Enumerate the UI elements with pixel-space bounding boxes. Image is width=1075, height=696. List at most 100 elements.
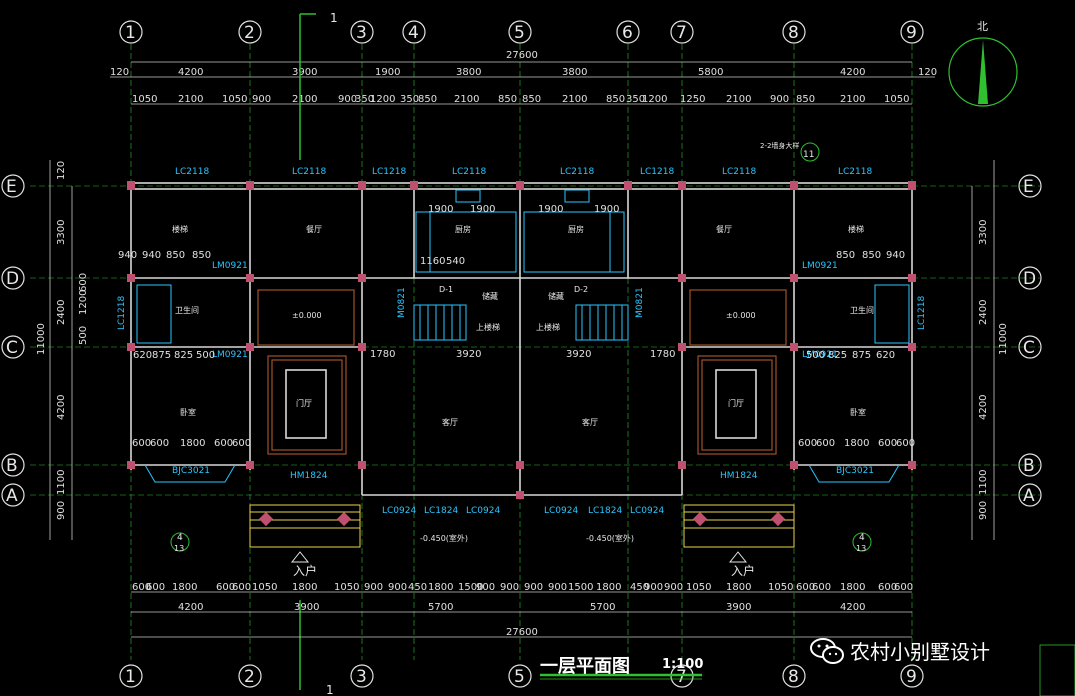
- svg-text:LC2118: LC2118: [838, 167, 872, 177]
- svg-text:E: E: [6, 177, 17, 197]
- svg-text:940: 940: [886, 250, 905, 261]
- svg-text:5800: 5800: [698, 67, 723, 78]
- watermark-text: 农村小别墅设计: [850, 640, 990, 664]
- svg-text:850: 850: [862, 250, 881, 261]
- svg-text:1050: 1050: [252, 582, 277, 593]
- svg-text:600: 600: [216, 582, 235, 593]
- svg-text:M0821: M0821: [635, 287, 645, 318]
- svg-text:3920: 3920: [566, 349, 591, 360]
- svg-text:3800: 3800: [562, 67, 587, 78]
- svg-text:2100: 2100: [292, 94, 317, 105]
- svg-text:600: 600: [798, 438, 817, 449]
- svg-text:850: 850: [418, 94, 437, 105]
- svg-text:3: 3: [356, 667, 367, 687]
- svg-text:1900: 1900: [428, 204, 453, 215]
- svg-text:4200: 4200: [56, 395, 67, 420]
- svg-text:上楼梯: 上楼梯: [536, 322, 560, 332]
- svg-text:350: 350: [355, 94, 374, 105]
- svg-text:2100: 2100: [726, 94, 751, 105]
- svg-text:120: 120: [110, 67, 129, 78]
- svg-text:3900: 3900: [292, 67, 317, 78]
- svg-text:储藏: 储藏: [482, 291, 498, 301]
- svg-text:900: 900: [388, 582, 407, 593]
- axis-label-1: 1: [125, 23, 136, 43]
- entry-halls: [257, 289, 787, 455]
- svg-text:B: B: [1023, 456, 1035, 476]
- svg-text:27600: 27600: [506, 627, 538, 638]
- svg-text:4200: 4200: [840, 67, 865, 78]
- svg-text:120: 120: [918, 67, 937, 78]
- svg-text:LC1824: LC1824: [588, 506, 622, 516]
- svg-text:北: 北: [977, 20, 988, 33]
- svg-text:LC0924: LC0924: [630, 506, 664, 516]
- svg-text:11000: 11000: [36, 323, 47, 355]
- svg-text:7: 7: [676, 667, 687, 687]
- svg-text:1200: 1200: [642, 94, 667, 105]
- svg-text:HM1824: HM1824: [720, 471, 758, 481]
- svg-text:900: 900: [364, 582, 383, 593]
- svg-text:900: 900: [978, 501, 989, 520]
- svg-text:850: 850: [498, 94, 517, 105]
- title-block: [1039, 644, 1075, 696]
- svg-text:1780: 1780: [650, 349, 675, 360]
- svg-text:825: 825: [828, 350, 847, 361]
- svg-text:LM0921: LM0921: [802, 350, 838, 360]
- svg-text:1200: 1200: [370, 94, 395, 105]
- svg-text:D-2: D-2: [574, 285, 588, 294]
- svg-text:LC1218: LC1218: [917, 296, 927, 330]
- svg-text:600: 600: [214, 438, 233, 449]
- svg-text:1050: 1050: [686, 582, 711, 593]
- svg-text:LC2118: LC2118: [452, 167, 486, 177]
- stairs: [413, 304, 629, 341]
- svg-text:2-2墙身大样: 2-2墙身大样: [760, 141, 799, 150]
- svg-text:620: 620: [876, 350, 895, 361]
- axis-label-8: 8: [788, 23, 799, 43]
- svg-text:1900: 1900: [375, 67, 400, 78]
- kitchen-fixtures: [136, 189, 910, 344]
- svg-text:1800: 1800: [180, 438, 205, 449]
- svg-text:9: 9: [906, 667, 917, 687]
- svg-text:1900: 1900: [470, 204, 495, 215]
- svg-text:LC0924: LC0924: [382, 506, 416, 516]
- svg-text:940: 940: [142, 250, 161, 261]
- room-labels: 楼梯 餐厅 厨房 厨房 餐厅 楼梯 卫生间 卫生间 储藏 储藏 上楼梯 上楼梯 …: [172, 224, 874, 543]
- svg-text:450: 450: [630, 582, 649, 593]
- svg-text:E: E: [1023, 177, 1034, 197]
- svg-text:2100: 2100: [840, 94, 865, 105]
- svg-text:350: 350: [400, 94, 419, 105]
- svg-text:1500: 1500: [458, 582, 483, 593]
- svg-text:850: 850: [836, 250, 855, 261]
- svg-text:卫生间: 卫生间: [175, 305, 199, 315]
- svg-text:LC1824: LC1824: [424, 506, 458, 516]
- bay-windows: [144, 464, 900, 483]
- north-arrow: 北: [948, 20, 1018, 107]
- svg-text:厨房: 厨房: [568, 224, 584, 234]
- svg-text:500: 500: [806, 350, 825, 361]
- svg-text:楼梯: 楼梯: [848, 224, 864, 234]
- svg-text:厨房: 厨房: [455, 224, 471, 234]
- svg-text:BJC3021: BJC3021: [172, 466, 210, 476]
- svg-text:±0.000: ±0.000: [292, 311, 322, 320]
- svg-text:850: 850: [166, 250, 185, 261]
- svg-text:1050: 1050: [334, 582, 359, 593]
- svg-text:1800: 1800: [596, 582, 621, 593]
- svg-text:2100: 2100: [178, 94, 203, 105]
- svg-text:600: 600: [894, 582, 913, 593]
- svg-text:4200: 4200: [840, 602, 865, 613]
- svg-text:LC2118: LC2118: [722, 167, 756, 177]
- svg-text:-0.450(室外): -0.450(室外): [420, 533, 468, 543]
- svg-text:600: 600: [796, 582, 815, 593]
- axis-label-5: 5: [514, 23, 525, 43]
- svg-text:LC1218: LC1218: [372, 167, 406, 177]
- svg-text:-0.450(室外): -0.450(室外): [586, 533, 634, 543]
- svg-text:门厅: 门厅: [296, 398, 312, 408]
- bottom-dimensions: 600 600 1800 600 600 1050 1800 1050 900 …: [131, 582, 913, 638]
- svg-text:900: 900: [524, 582, 543, 593]
- svg-text:600: 600: [896, 438, 915, 449]
- svg-text:1800: 1800: [428, 582, 453, 593]
- svg-text:1050: 1050: [884, 94, 909, 105]
- svg-text:入户: 入户: [293, 563, 317, 578]
- side-axis-bubbles: E D C B A E D C B A: [1, 174, 1042, 507]
- svg-text:C: C: [6, 338, 18, 358]
- watermark: 农村小别墅设计: [810, 636, 990, 665]
